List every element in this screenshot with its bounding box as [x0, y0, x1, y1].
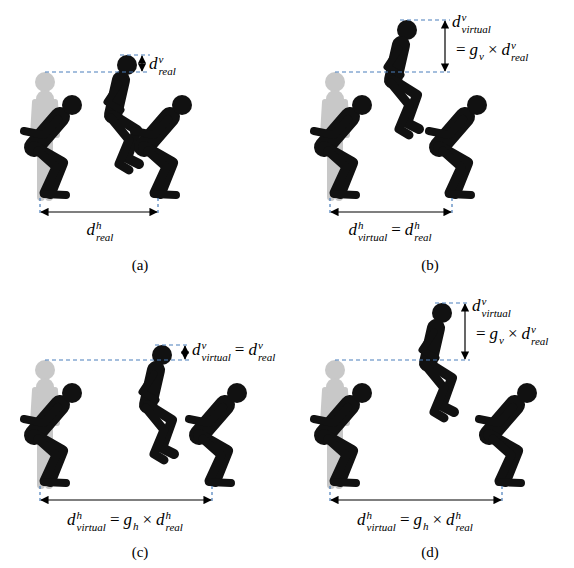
math-symbol: d — [67, 510, 76, 529]
math-symbol: d — [522, 324, 531, 343]
subscript: v — [479, 50, 484, 62]
superscript: v — [511, 40, 528, 52]
script-pair: vreal — [531, 324, 548, 347]
subscript: virtual — [358, 232, 387, 244]
script-pair: vreal — [258, 340, 275, 363]
math-symbol: d — [446, 510, 455, 529]
math-operator: × — [433, 510, 443, 529]
superscript: v — [482, 296, 511, 308]
panel-label: (a) — [132, 257, 149, 273]
math-symbol: g — [470, 40, 479, 59]
superscript: v — [258, 340, 275, 352]
superscript: v — [531, 324, 548, 336]
equation: dvvirtual — [452, 12, 491, 35]
script-pair: vvirtual — [202, 340, 231, 363]
equation: dvreal — [149, 54, 176, 77]
superscript: h — [358, 220, 387, 232]
equation: (a) — [132, 256, 149, 273]
equation: dhvirtual=dhreal — [348, 220, 431, 243]
subscript: real — [531, 336, 548, 348]
math-symbol: g — [414, 510, 423, 529]
superscript: v — [159, 54, 176, 66]
superscript: h — [456, 510, 473, 522]
math-operator: = — [476, 324, 486, 343]
math-symbol: g — [490, 324, 499, 343]
subscript: real — [511, 52, 528, 64]
script-pair: hreal — [456, 510, 473, 533]
subscript: h — [133, 520, 139, 532]
script-pair: hreal — [414, 220, 431, 243]
script-pair: vreal — [159, 54, 176, 77]
subscript: virtual — [77, 522, 106, 534]
equation: (b) — [421, 256, 439, 273]
math-operator: × — [508, 324, 518, 343]
superscript: h — [166, 510, 183, 522]
math-operator: × — [488, 40, 498, 59]
panel-label: (c) — [132, 544, 149, 560]
equation: dhvirtual=gh×dhreal — [357, 510, 473, 533]
math-symbol: d — [502, 40, 511, 59]
math-symbol: d — [248, 340, 257, 359]
script-pair: vvirtual — [482, 296, 511, 319]
math-symbol: g — [124, 510, 133, 529]
superscript: h — [414, 220, 431, 232]
script-pair: hvirtual — [358, 220, 387, 243]
panel-label: (b) — [421, 257, 439, 273]
subscript: real — [159, 66, 176, 78]
math-symbol: d — [405, 220, 414, 239]
math-symbol: d — [472, 296, 481, 315]
script-pair: hvirtual — [367, 510, 396, 533]
math-symbol: d — [156, 510, 165, 529]
subscript: v — [499, 334, 504, 346]
subscript: virtual — [202, 352, 231, 364]
subscript: real — [258, 352, 275, 364]
math-operator: = — [391, 220, 401, 239]
math-operator: = — [456, 40, 466, 59]
equation: =gv×dvreal — [452, 40, 528, 63]
math-operator: × — [143, 510, 153, 529]
math-symbol: d — [357, 510, 366, 529]
math-operator: = — [400, 510, 410, 529]
equation: (d) — [421, 543, 439, 560]
math-symbol: d — [192, 340, 201, 359]
math-symbol: d — [452, 12, 461, 31]
equation: (c) — [132, 543, 149, 560]
subscript: real — [456, 522, 473, 534]
equation: dvvirtual=dvreal — [192, 340, 275, 363]
script-pair: vreal — [511, 40, 528, 63]
superscript: h — [77, 510, 106, 522]
superscript: h — [367, 510, 396, 522]
math-operator: = — [235, 340, 245, 359]
subscript: virtual — [482, 308, 511, 320]
script-pair: hvirtual — [77, 510, 106, 533]
subscript: real — [166, 522, 183, 534]
subscript: virtual — [367, 522, 396, 534]
math-operator: = — [110, 510, 120, 529]
script-pair: vvirtual — [462, 12, 491, 35]
math-symbol: d — [87, 220, 96, 239]
math-symbol: d — [348, 220, 357, 239]
superscript: v — [462, 12, 491, 24]
equation: dhvirtual=gh×dhreal — [67, 510, 183, 533]
superscript: v — [202, 340, 231, 352]
subscript: h — [423, 520, 429, 532]
script-pair: hreal — [166, 510, 183, 533]
panel-label: (d) — [421, 544, 439, 560]
subscript: virtual — [462, 24, 491, 36]
subscript: real — [414, 232, 431, 244]
equation: dvvirtual — [472, 296, 511, 319]
equation: =gv×dvreal — [472, 324, 548, 347]
subscript: real — [96, 232, 113, 244]
script-pair: hreal — [96, 220, 113, 243]
equation: dhreal — [87, 220, 114, 243]
superscript: h — [96, 220, 113, 232]
math-symbol: d — [149, 54, 158, 73]
